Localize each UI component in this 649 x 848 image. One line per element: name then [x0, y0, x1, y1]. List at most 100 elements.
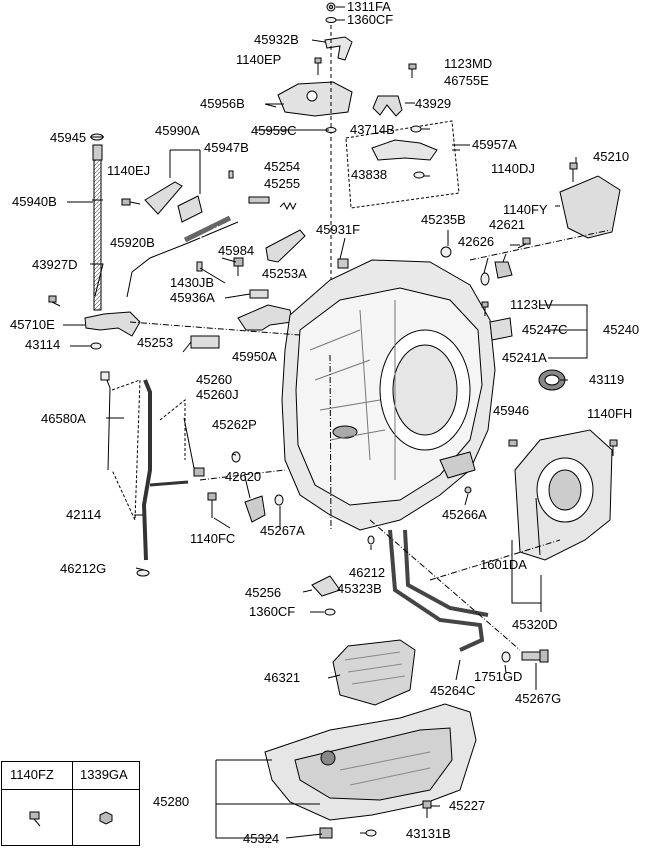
part-label[interactable]: 43119: [589, 372, 625, 387]
legend-divider: [72, 762, 73, 845]
bolt-45254-icon: [248, 196, 270, 204]
part-label[interactable]: 45946: [493, 403, 530, 418]
part-label[interactable]: 45956B: [200, 96, 245, 111]
bolt-1140dj-icon: [569, 162, 578, 182]
part-label[interactable]: 1360CF: [347, 12, 394, 27]
part-label[interactable]: 45957A: [472, 137, 517, 152]
bolt-1123lv-icon: [481, 301, 489, 316]
part-label[interactable]: 45256: [245, 585, 282, 600]
part-label[interactable]: 1751GD: [474, 669, 523, 684]
part-label[interactable]: 45959C: [251, 123, 297, 138]
washer-1360cf-icon: [325, 17, 337, 23]
part-label[interactable]: 1123LV: [510, 297, 553, 312]
part-label[interactable]: 45940B: [12, 194, 57, 209]
legend-header-rule: [2, 789, 139, 790]
part-label[interactable]: 1140FC: [190, 531, 236, 546]
part-label[interactable]: 45240: [603, 322, 640, 337]
part-label[interactable]: 1140EP: [236, 52, 282, 67]
oil-tube-42114-icon: [141, 379, 152, 561]
part-label[interactable]: 43929: [415, 96, 452, 111]
part-label[interactable]: 45920B: [110, 235, 155, 250]
bolt-1140ep-icon: [314, 57, 322, 75]
spring-45255-icon: [279, 201, 297, 211]
bolt-45946-icon: [508, 439, 518, 447]
part-label[interactable]: 1360CF: [249, 604, 296, 619]
part-label[interactable]: 1140FY: [503, 202, 548, 217]
part-label[interactable]: 45932B: [254, 32, 299, 47]
bolt-1123md-icon: [408, 63, 417, 78]
part-label[interactable]: 45255: [264, 176, 301, 191]
part-label[interactable]: 42620: [225, 469, 262, 484]
bolt-1140ej-icon: [121, 198, 141, 206]
part-label[interactable]: 45267G: [515, 691, 562, 706]
part-label[interactable]: 43714B: [350, 122, 395, 137]
part-label[interactable]: 45241A: [502, 350, 547, 365]
part-label[interactable]: 45936A: [170, 290, 215, 305]
housing-1601da-icon: [514, 429, 613, 561]
part-label[interactable]: 45950A: [232, 349, 277, 364]
part-label[interactable]: 45262P: [212, 417, 257, 432]
part-label[interactable]: 1140DJ: [491, 161, 535, 176]
oring-46212g-icon: [136, 569, 150, 577]
part-label[interactable]: 45264C: [430, 683, 476, 698]
bracket-45253-icon: [190, 335, 220, 349]
part-label[interactable]: 1601DA: [480, 557, 527, 572]
part-label[interactable]: 42114: [66, 507, 102, 522]
plate-45936a-icon: [249, 289, 269, 299]
oil-filter-46321-icon: [332, 639, 416, 706]
part-label[interactable]: 42626: [458, 234, 495, 249]
oil-pipe-45264c-icon: [388, 529, 485, 652]
nut-1311fa-icon: [326, 2, 336, 12]
part-label[interactable]: 45253: [137, 335, 174, 350]
part-label[interactable]: 45235B: [421, 212, 466, 227]
part-label[interactable]: 45931F: [316, 222, 361, 237]
bolt-1140fc-icon: [207, 492, 217, 518]
shift-cable-45920b-icon: [126, 221, 239, 298]
washer-1751gd-icon: [501, 651, 511, 663]
oring-46212-icon: [367, 535, 375, 545]
oil-pan-45280-icon: [264, 703, 477, 821]
part-label[interactable]: 45254: [264, 159, 301, 174]
part-label[interactable]: 45947B: [204, 140, 249, 155]
part-label[interactable]: 45324: [243, 831, 280, 846]
part-label[interactable]: 45210: [593, 149, 630, 164]
part-label[interactable]: 46321: [264, 670, 301, 685]
part-label[interactable]: 43131B: [406, 826, 451, 841]
part-label[interactable]: 45267A: [260, 523, 305, 538]
part-label[interactable]: 43927D: [32, 257, 78, 272]
part-label[interactable]: 45266A: [442, 507, 487, 522]
part-label[interactable]: 45320D: [512, 617, 558, 632]
part-label[interactable]: 45710E: [10, 317, 55, 332]
part-label[interactable]: 45247C: [522, 322, 568, 337]
part-label[interactable]: 43114: [25, 337, 61, 352]
bracket-45210-icon: [559, 175, 621, 239]
part-label[interactable]: 45227: [449, 798, 486, 813]
part-label[interactable]: 46755E: [444, 73, 489, 88]
part-label[interactable]: 45253A: [262, 266, 307, 281]
part-label[interactable]: 1311FA: [347, 0, 391, 14]
part-label[interactable]: 1123MD: [444, 56, 493, 71]
part-label[interactable]: 45280: [153, 794, 190, 809]
part-label[interactable]: 1140EJ: [107, 163, 151, 178]
gasket-43131b-icon: [365, 829, 377, 837]
part-label[interactable]: 45260J: [196, 387, 239, 402]
part-label[interactable]: 46580A: [41, 411, 86, 426]
part-label[interactable]: 46212: [349, 565, 386, 580]
transmission-case-icon: [281, 259, 496, 531]
washer-43114-icon: [90, 342, 102, 350]
part-label[interactable]: 43838: [351, 167, 388, 182]
part-label[interactable]: 45260: [196, 372, 233, 387]
bracket-45247c-icon: [489, 317, 513, 341]
part-label[interactable]: 1140FH: [587, 406, 633, 421]
part-label[interactable]: 45990A: [155, 123, 200, 138]
washer-1360cf-bottom-icon: [324, 608, 336, 616]
part-label[interactable]: 1430JB: [170, 275, 215, 290]
part-label[interactable]: 45984: [218, 243, 255, 258]
bolt-45227-icon: [422, 800, 432, 818]
washer-43714b-icon: [410, 125, 422, 133]
part-label[interactable]: 42621: [489, 217, 526, 232]
part-label[interactable]: 45945: [50, 130, 87, 145]
part-label[interactable]: 45323B: [337, 581, 382, 596]
part-label[interactable]: 46212G: [60, 561, 107, 576]
